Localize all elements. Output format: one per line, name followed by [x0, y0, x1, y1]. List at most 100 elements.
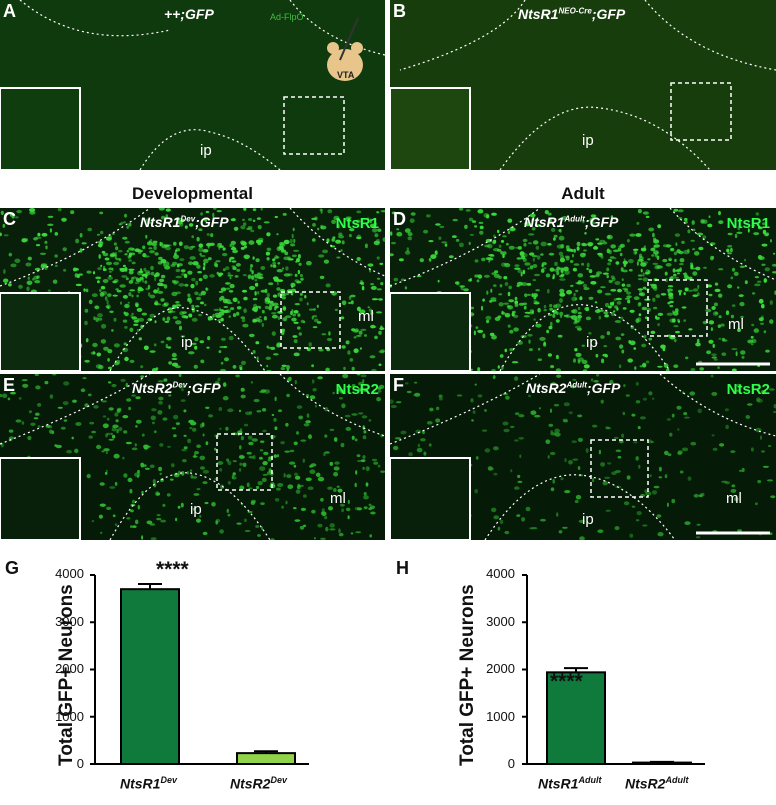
panel-a-title: ++;GFP [164, 6, 214, 22]
gfp-cell [81, 388, 86, 392]
gfp-cell [535, 324, 541, 328]
gfp-cell [314, 217, 317, 221]
gfp-cell [491, 508, 496, 513]
panel-e-title: NtsR2Dev;GFP [132, 380, 221, 396]
gfp-cell [678, 209, 684, 212]
gfp-cell [66, 450, 72, 454]
gfp-cell [257, 272, 262, 276]
gfp-cell [391, 405, 397, 408]
gfp-cell [377, 288, 382, 290]
gfp-cell [608, 259, 612, 262]
gfp-cell [669, 305, 673, 307]
gfp-cell [249, 286, 255, 290]
gfp-cell [561, 274, 565, 277]
gfp-cell [218, 273, 222, 276]
gfp-cell [253, 298, 258, 300]
gfp-cell [730, 450, 735, 453]
gfp-cell [103, 415, 106, 417]
gfp-cell [673, 325, 678, 327]
gfp-cell [177, 264, 180, 268]
gfp-cell [476, 456, 479, 460]
gfp-cell [679, 251, 684, 254]
gfp-cell [167, 317, 171, 322]
gfp-cell [157, 283, 163, 287]
gfp-cell [502, 311, 504, 314]
gfp-cell [220, 309, 224, 311]
gfp-cell [626, 284, 631, 287]
panel-d-ml-label: ml [728, 316, 744, 333]
gfp-cell [718, 220, 723, 224]
gfp-cell [317, 305, 319, 308]
gfp-cell [207, 336, 210, 340]
gfp-cell [371, 326, 376, 328]
gfp-cell [477, 275, 479, 277]
gfp-cell [477, 367, 480, 371]
gfp-cell [719, 338, 722, 340]
gfp-cell [643, 335, 646, 339]
gfp-cell [99, 254, 101, 259]
gfp-cell [357, 374, 361, 375]
gfp-cell [334, 466, 340, 470]
gfp-cell [105, 258, 110, 261]
gfp-cell [676, 269, 681, 272]
gfp-cell [675, 233, 680, 237]
gfp-cell [616, 261, 620, 264]
gfp-cell [92, 343, 98, 347]
gfp-cell [36, 275, 40, 278]
gfp-cell [290, 243, 295, 246]
gfp-cell [521, 272, 523, 277]
gfp-cell [751, 339, 756, 343]
gfp-cell [338, 528, 341, 533]
gfp-cell [232, 475, 234, 479]
gfp-cell [609, 280, 613, 283]
gfp-cell [569, 411, 573, 414]
gfp-cell [176, 422, 180, 425]
gfp-cell [717, 366, 720, 369]
gfp-cell [54, 254, 57, 257]
gfp-cell [427, 421, 433, 425]
gfp-cell [294, 339, 298, 343]
gfp-cell [203, 532, 208, 535]
gfp-cell [287, 484, 293, 489]
gfp-cell [537, 308, 540, 313]
gfp-cell [338, 233, 343, 237]
gfp-cell [262, 478, 267, 482]
gfp-cell [559, 278, 565, 281]
gfp-cell [345, 415, 351, 418]
gfp-cell [254, 291, 256, 296]
gfp-cell [128, 247, 134, 250]
gfp-cell [224, 357, 229, 361]
gfp-cell [692, 248, 695, 250]
chart-h-category: NtsR1Adult [538, 775, 601, 792]
gfp-cell [103, 423, 109, 428]
gfp-cell [407, 391, 412, 393]
gfp-cell [377, 256, 380, 259]
gfp-cell [80, 233, 83, 238]
gfp-cell [346, 508, 351, 512]
gfp-cell [139, 271, 144, 273]
gfp-cell [641, 269, 643, 273]
gfp-cell [293, 335, 298, 338]
gfp-cell [690, 368, 695, 371]
gfp-cell [227, 509, 229, 513]
gfp-cell [668, 258, 672, 261]
gfp-cell [100, 265, 102, 268]
gfp-cell [586, 448, 589, 453]
gfp-cell [751, 324, 754, 326]
gfp-cell [300, 293, 303, 296]
gfp-cell [589, 297, 594, 300]
gfp-cell [533, 258, 535, 262]
panel-a: A ++;GFP Ad-FlpO VTA ip [0, 0, 385, 170]
gfp-cell [374, 233, 378, 237]
gfp-cell [517, 282, 523, 286]
gfp-cell [184, 274, 188, 278]
gfp-cell [667, 503, 669, 507]
gfp-cell [453, 219, 458, 221]
gfp-cell [299, 263, 302, 266]
gfp-cell [760, 436, 762, 440]
gfp-cell [213, 208, 217, 210]
gfp-cell [363, 435, 367, 439]
gfp-cell [266, 252, 270, 256]
gfp-cell [327, 209, 332, 213]
gfp-cell [739, 470, 742, 472]
